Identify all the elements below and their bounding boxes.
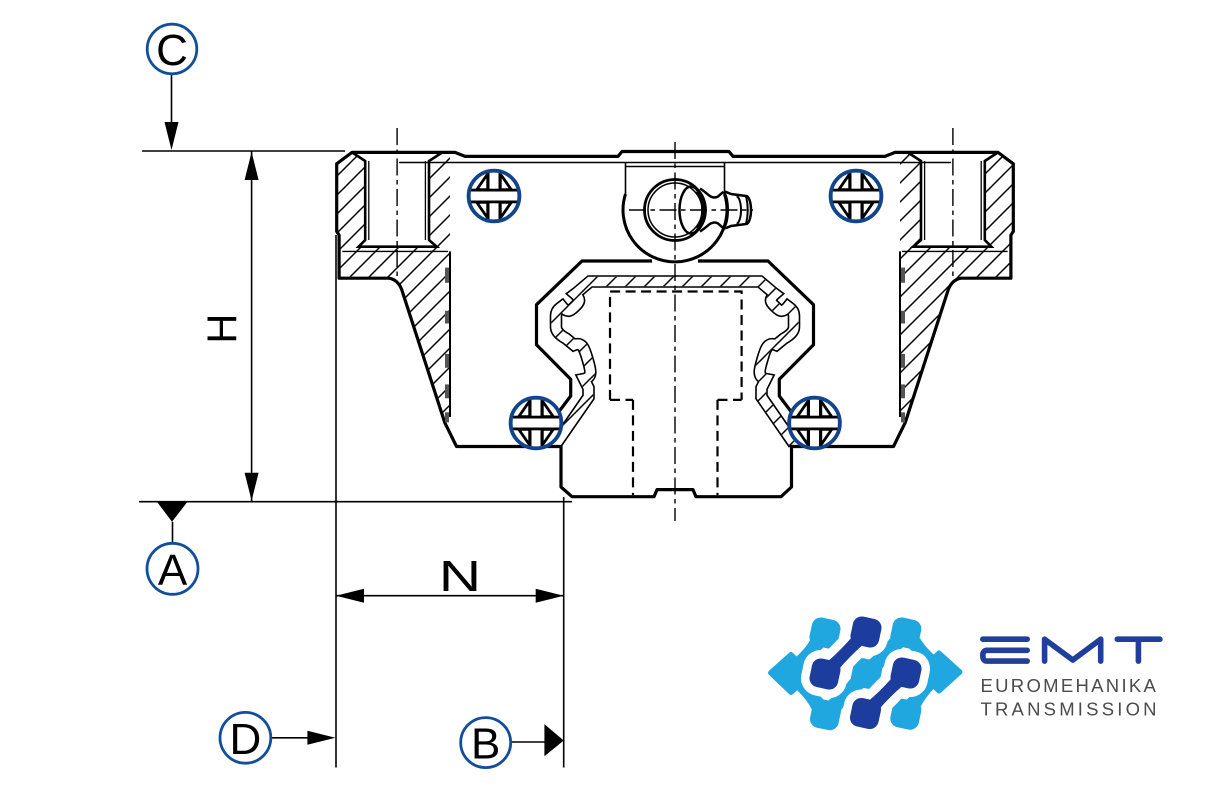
svg-text:N: N bbox=[439, 551, 481, 600]
svg-text:A: A bbox=[158, 546, 188, 595]
svg-text:B: B bbox=[471, 720, 500, 769]
svg-text:D: D bbox=[230, 715, 262, 764]
svg-text:H: H bbox=[199, 314, 246, 344]
svg-text:C: C bbox=[156, 26, 188, 75]
svg-text:EUROMEHANIKA: EUROMEHANIKA bbox=[981, 675, 1159, 696]
svg-text:TRANSMISSION: TRANSMISSION bbox=[981, 699, 1160, 720]
